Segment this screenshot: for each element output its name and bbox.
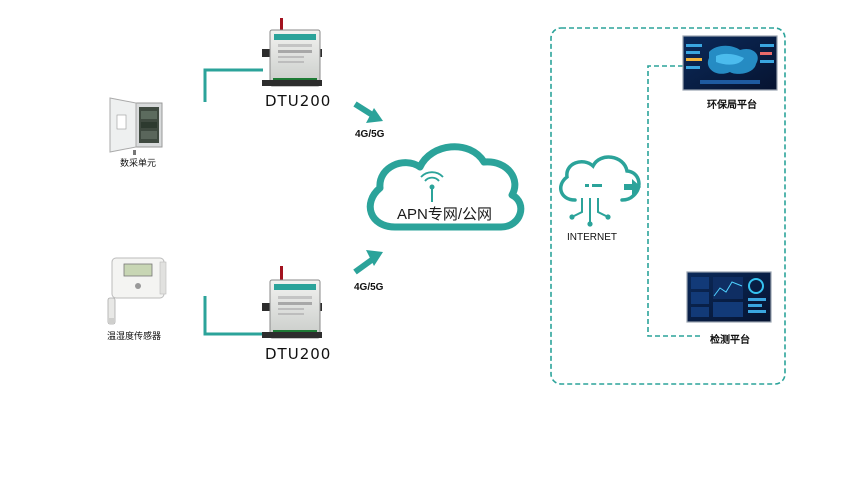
internet-label: INTERNET — [567, 232, 617, 243]
collector-cabinet-icon — [109, 97, 163, 155]
arrow-bottom-icon — [353, 250, 383, 275]
arrow-internet-icon — [624, 179, 641, 195]
monitor-platform-screen-icon — [686, 271, 772, 323]
dtu-top-label: DTU200 — [265, 92, 332, 110]
sensor-device-icon — [107, 257, 167, 325]
internet-cloud-icon — [559, 155, 641, 227]
collector-label: 数采单元 — [120, 158, 157, 168]
env-platform-label: 环保局平台 — [707, 100, 757, 111]
monitor-platform-label: 检测平台 — [710, 335, 750, 346]
cloud-label: APN专网/公网 — [397, 206, 493, 223]
arrow-top-icon — [353, 101, 383, 123]
dtu-device-top-icon — [262, 18, 322, 87]
link-label-bottom: 4G/5G — [354, 282, 384, 293]
env-platform-screen-icon — [682, 35, 778, 91]
sensor-label: 温湿度传感器 — [107, 331, 162, 341]
platform-region-border — [550, 27, 786, 385]
connector-line-bottom — [203, 296, 263, 336]
connector-line-top — [203, 68, 263, 102]
platform-connector-line — [647, 65, 703, 337]
dtu-device-bottom-icon — [262, 266, 322, 339]
link-label-top: 4G/5G — [355, 129, 385, 140]
dtu-bottom-label: DTU200 — [265, 345, 332, 363]
cloud-icon — [366, 143, 525, 231]
